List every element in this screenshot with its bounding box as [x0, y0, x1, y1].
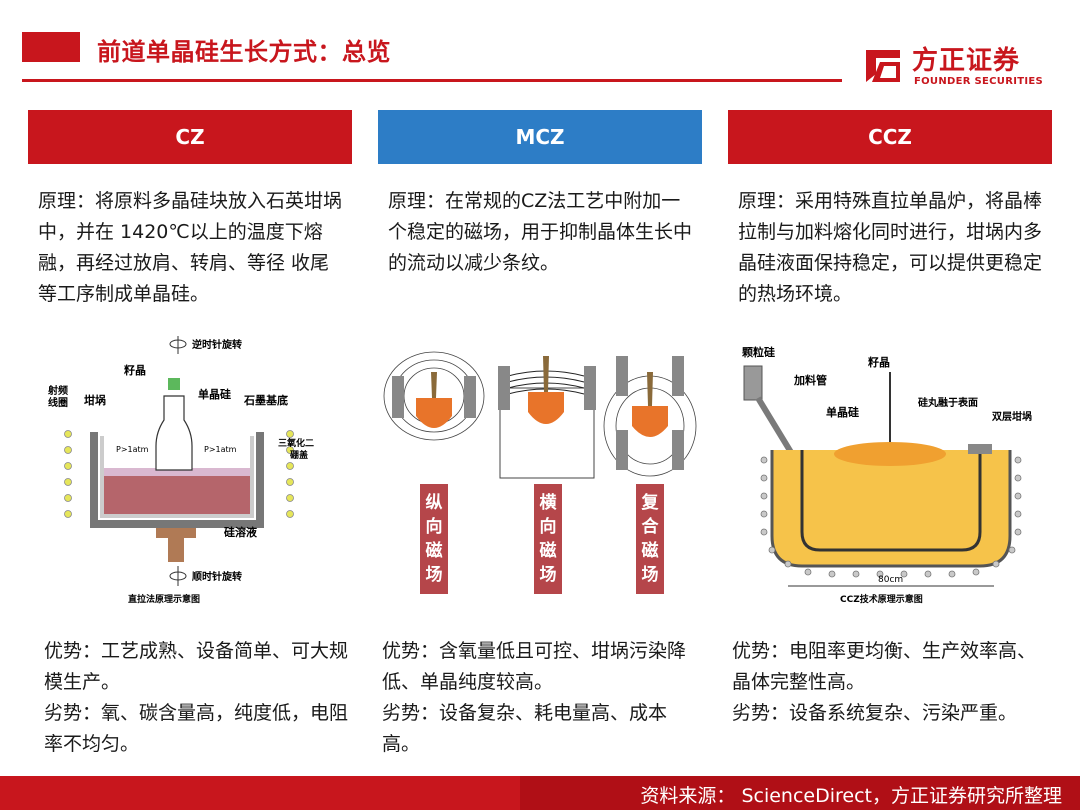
ccz-diagram: 颗粒硅 加料管 籽晶 单晶硅 硅丸融于表面 双层坩埚 80cm CCZ技术原理示…	[742, 345, 1032, 605]
label-pellets: 硅丸融于表面	[918, 396, 978, 409]
disadvantage-ccz: 劣势：设备系统复杂、污染严重。	[732, 702, 1018, 724]
column-ccz: CCZ 原理：采用特殊直拉单晶炉，将晶棒拉制与加料熔化同时进行，坩埚内多晶硅液面…	[728, 110, 1052, 724]
label-boron-oxide-2: 硼盖	[289, 449, 308, 461]
label-pressure-left: P>1atm	[116, 445, 149, 454]
label-combined-field-3: 磁	[642, 540, 659, 561]
label-single-crystal: 单晶硅	[198, 387, 231, 401]
mcz-diagram: 纵 向 磁 场 横 向 磁 场 复 合 磁 场	[383, 351, 697, 594]
column-cz: CZ 原理：将原料多晶硅块放入石英坩埚中，并在 1420℃以上的温度下熔融，再经…	[28, 110, 352, 755]
support-shaft	[168, 538, 184, 562]
label-granular-si: 颗粒硅	[742, 345, 775, 359]
heater-dots	[760, 456, 1022, 578]
label-top-rotation: 逆时针旋转	[192, 338, 242, 351]
label-double-crucible: 双层坩埚	[992, 410, 1032, 423]
label-strip-combined	[636, 484, 664, 594]
label-combined-field-1: 复	[641, 492, 660, 513]
title-accent-block	[22, 32, 80, 62]
label-feed-tube: 加料管	[793, 373, 827, 387]
label-rf-coil-2: 线圈	[48, 396, 68, 409]
label-combined-field-2: 合	[642, 516, 660, 537]
page-title: 前道单晶硅生长方式：总览	[97, 38, 391, 66]
principle-text-mcz: 原理：在常规的CZ法工艺中附加一个稳定的磁场，用于抑制晶体生长中的流动以减少条纹…	[388, 190, 693, 274]
silicon-melt	[104, 476, 250, 514]
disadvantage-cz: 劣势：氧、碳含量高，纯度低，电阻率不均匀。	[44, 702, 349, 755]
label-bottom-rotation: 顺时针旋转	[192, 570, 242, 583]
footer-source: 资料来源： ScienceDirect，方正证券研究所整理	[640, 785, 1062, 807]
rf-coil-right	[286, 430, 294, 518]
label-vertical-field-1: 纵	[426, 492, 443, 513]
label-vertical-field-2: 向	[426, 516, 443, 537]
feed-hopper	[743, 365, 763, 401]
advantage-ccz: 优势：电阻率更均衡、生产效率高、晶体完整性高。	[732, 640, 1037, 693]
label-strip-transverse	[534, 484, 562, 594]
graphite-holder	[90, 432, 264, 528]
label-transverse-field-2: 向	[540, 516, 557, 537]
label-melt: 硅溶液	[224, 525, 258, 539]
crystal-combined-shape	[632, 406, 668, 437]
label-transverse-field-1: 横	[540, 492, 557, 513]
crystal-transverse-shape	[528, 392, 564, 424]
advantage-mcz: 优势：含氧量低且可控、坩埚污染降低、单晶纯度较高。	[382, 640, 687, 693]
pros-cons-cz: 优势：工艺成熟、设备简单、可大规模生产。 劣势：氧、碳含量高，纯度低，电阻率不均…	[44, 636, 354, 760]
title-divider	[22, 79, 842, 82]
footer-bar: 资料来源： ScienceDirect，方正证券研究所整理	[0, 776, 1080, 810]
boron-oxide-cap	[104, 468, 250, 476]
inner-crucible	[800, 450, 982, 552]
rotation-arrow-top-icon	[169, 336, 187, 354]
mcz-panel-transverse	[498, 356, 596, 479]
support-plate	[156, 528, 196, 538]
label-crucible: 坩埚	[84, 393, 106, 407]
crystal-vertical-shape	[416, 398, 452, 428]
crystal-growth-zone	[834, 442, 946, 466]
pros-cons-ccz: 优势：电阻率更均衡、生产效率高、晶体完整性高。 劣势：设备系统复杂、污染严重。	[732, 636, 1042, 729]
label-graphite-base: 石墨基底	[243, 393, 288, 407]
column-mcz: MCZ 原理：在常规的CZ法工艺中附加一个稳定的磁场，用于抑制晶体生长中的流动以…	[378, 110, 702, 755]
principle-text-ccz: 原理：采用特殊直拉单晶炉，将晶棒拉制与加料熔化同时进行，坩埚内多晶硅液面保持稳定…	[738, 190, 1043, 305]
label-dimension: 80cm	[878, 575, 903, 585]
rf-coil-left	[64, 430, 72, 518]
principle-text-cz: 原理：将原料多晶硅块放入石英坩埚中，并在 1420℃以上的温度下熔融，再经过放肩…	[38, 190, 343, 305]
column-header-mcz: MCZ	[378, 110, 702, 164]
disadvantage-mcz: 劣势：设备复杂、耗电量高、成本高。	[382, 702, 668, 755]
footer-band	[520, 776, 1080, 810]
caption-ccz: CCZ技术原理示意图	[840, 593, 923, 605]
pros-cons-mcz: 优势：含氧量低且可控、坩埚污染降低、单晶纯度较高。 劣势：设备复杂、耗电量高、成…	[382, 636, 692, 760]
label-combined-field-4: 场	[642, 565, 659, 585]
seed-crystal-shape	[168, 378, 180, 390]
quartz-crucible	[100, 436, 254, 518]
label-single-crystal-ccz: 单晶硅	[826, 405, 859, 419]
rotation-arrow-bottom-icon	[169, 566, 187, 586]
founder-logo-icon	[866, 50, 900, 82]
logo-english-name: FOUNDER SECURITIES	[914, 76, 1044, 87]
label-seed: 籽晶	[124, 363, 146, 377]
column-header-ccz: CCZ	[728, 110, 1052, 164]
label-seed-ccz: 籽晶	[868, 355, 890, 369]
crystal-ingot	[155, 395, 193, 471]
mcz-panel-combined	[603, 356, 697, 477]
advantage-cz: 优势：工艺成熟、设备简单、可大规模生产。	[44, 640, 349, 693]
caption-cz: 直拉法原理示意图	[128, 593, 200, 605]
label-strip-vertical	[420, 484, 448, 594]
logo-chinese-name: 方正证券	[912, 46, 1021, 76]
founder-logo: 方正证券 FOUNDER SECURITIES	[862, 40, 1062, 90]
pellet-stack	[968, 444, 992, 454]
label-rf-coil-1: 射频	[47, 384, 68, 397]
label-transverse-field-3: 磁	[540, 540, 557, 561]
column-header-cz: CZ	[28, 110, 352, 164]
cz-diagram: 逆时针旋转 籽晶 射频 线圈 坩埚 单晶硅 石墨基底 P>1atm P>1atm…	[47, 336, 314, 605]
label-boron-oxide-1: 三氧化二	[278, 437, 314, 449]
label-pressure-right: P>1atm	[204, 445, 237, 454]
label-vertical-field-4: 场	[426, 565, 443, 585]
label-transverse-field-4: 场	[540, 565, 557, 585]
label-vertical-field-3: 磁	[426, 540, 443, 561]
mcz-panel-vertical	[383, 351, 485, 441]
